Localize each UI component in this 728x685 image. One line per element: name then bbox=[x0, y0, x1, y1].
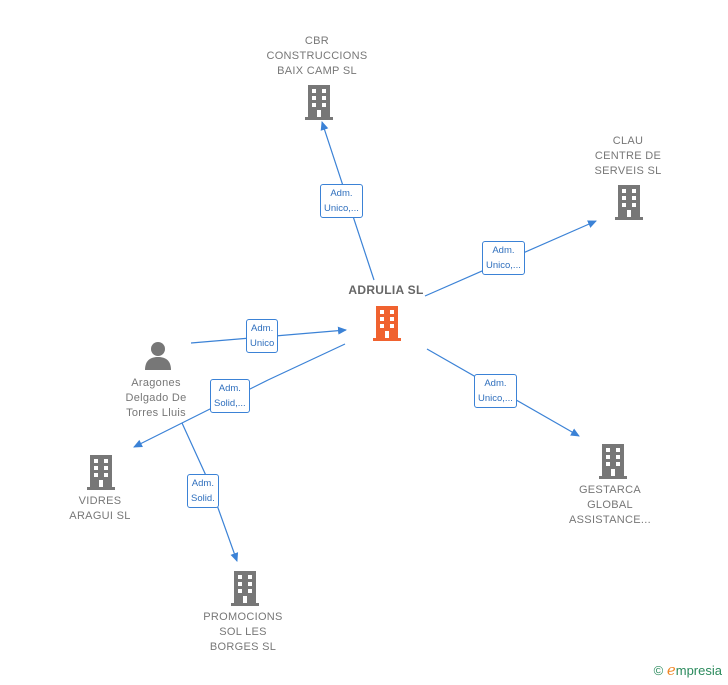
node-cbr-construccions[interactable]: CBR CONSTRUCCIONS BAIX CAMP SL bbox=[266, 35, 368, 77]
building-icon bbox=[87, 455, 115, 490]
person-icon bbox=[145, 342, 171, 370]
edge-label-cbr: Adm.Unico,... bbox=[320, 184, 363, 218]
edge-label-gestarca: Adm.Unico,... bbox=[474, 374, 517, 408]
brand-initial: e bbox=[666, 661, 676, 679]
edge-label-person-center-solid: Adm.Solid,... bbox=[210, 379, 250, 413]
node-promocions-sol[interactable]: PROMOCIONS SOL LES BORGES SL bbox=[203, 611, 283, 653]
copyright-symbol: © bbox=[653, 663, 664, 678]
node-vidres-aragui[interactable]: VIDRES ARAGUI SL bbox=[69, 495, 131, 522]
node-gestarca-global[interactable]: GESTARCA GLOBAL ASSISTANCE... bbox=[569, 484, 651, 526]
edge-label-promocions: Adm.Solid. bbox=[187, 474, 219, 508]
building-icon bbox=[305, 85, 333, 120]
building-icon bbox=[599, 444, 627, 479]
node-clau-centre[interactable]: CLAU CENTRE DE SERVEIS SL bbox=[594, 135, 662, 177]
edge-center-vidres bbox=[133, 343, 346, 448]
brand-watermark: © empresia bbox=[654, 661, 722, 679]
edge-label-person-center: Adm.Unico bbox=[246, 319, 279, 353]
building-icon bbox=[231, 571, 259, 606]
node-center-company[interactable]: ADRULIA SL bbox=[348, 283, 424, 297]
building-icon bbox=[615, 185, 643, 220]
brand-name: mpresia bbox=[675, 663, 722, 678]
building-icon bbox=[373, 306, 401, 341]
node-person-aragones[interactable]: Aragones Delgado De Torres Lluis bbox=[125, 377, 187, 419]
edge-label-clau: Adm.Unico,... bbox=[482, 241, 525, 275]
